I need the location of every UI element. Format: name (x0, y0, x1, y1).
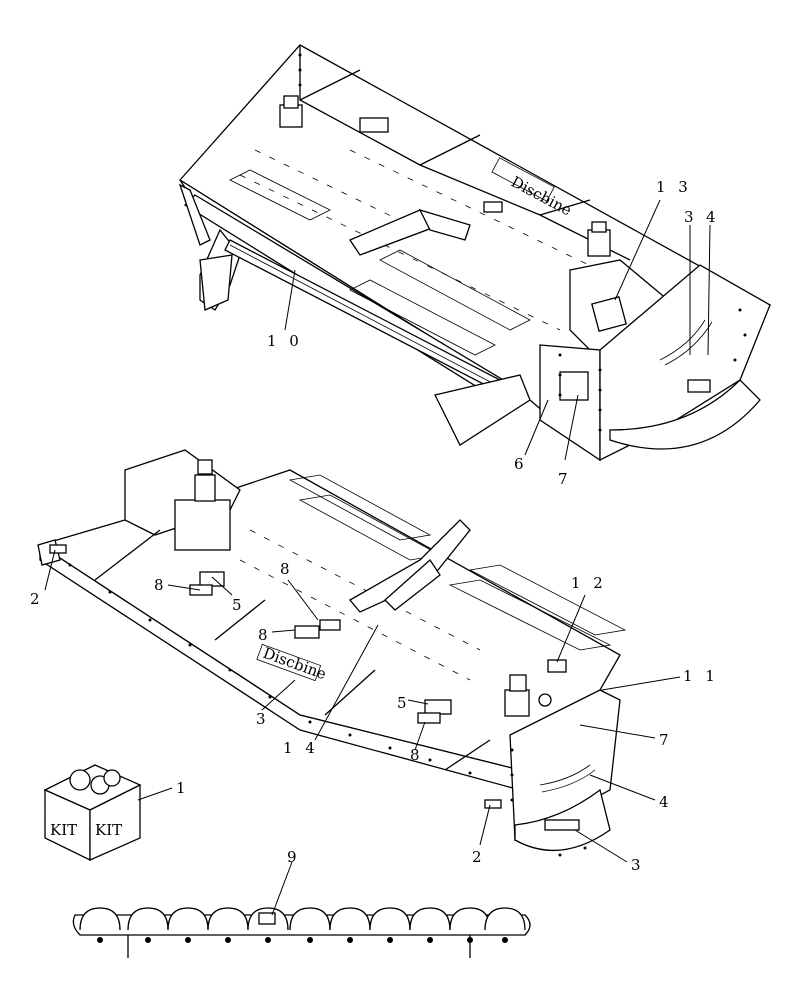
callout-8-b: 8 (280, 560, 294, 578)
callout-8-c: 8 (258, 626, 272, 644)
callout-3-bottom: 3 (631, 856, 645, 874)
callout-6: 6 (514, 455, 528, 473)
callout-12: 1 2 (571, 574, 607, 592)
callout-4-top: 4 (706, 208, 720, 226)
callout-labels: 1 3 3 4 1 0 6 7 2 8 5 8 8 1 2 3 1 4 5 8 … (30, 178, 720, 874)
callout-1: 1 (176, 779, 190, 797)
callout-10: 1 0 (267, 332, 303, 350)
callout-9: 9 (287, 848, 301, 866)
callout-8-a: 8 (154, 576, 168, 594)
callout-7-top: 7 (558, 470, 572, 488)
callout-3-mid: 3 (256, 710, 270, 728)
top-header-assembly: Discbine (178, 44, 772, 462)
kit-label-right: KIT (95, 821, 122, 839)
callout-4-bottom: 4 (659, 793, 673, 811)
callout-14: 1 4 (283, 739, 319, 757)
callout-5-a: 5 (232, 596, 246, 614)
callout-3-top: 3 (684, 208, 698, 226)
leader-lines (44, 199, 711, 916)
kit-box: KIT KIT (43, 764, 142, 862)
callout-7-bottom: 7 (659, 731, 673, 749)
callout-2-bottom: 2 (472, 848, 486, 866)
callout-8-d: 8 (410, 746, 424, 764)
callout-13: 1 3 (656, 178, 692, 196)
callout-2-left: 2 (30, 590, 44, 608)
kit-label-left: KIT (50, 821, 77, 839)
callout-5-b: 5 (397, 694, 411, 712)
callout-11: 1 1 (683, 667, 719, 685)
cutterbar (72, 907, 531, 958)
